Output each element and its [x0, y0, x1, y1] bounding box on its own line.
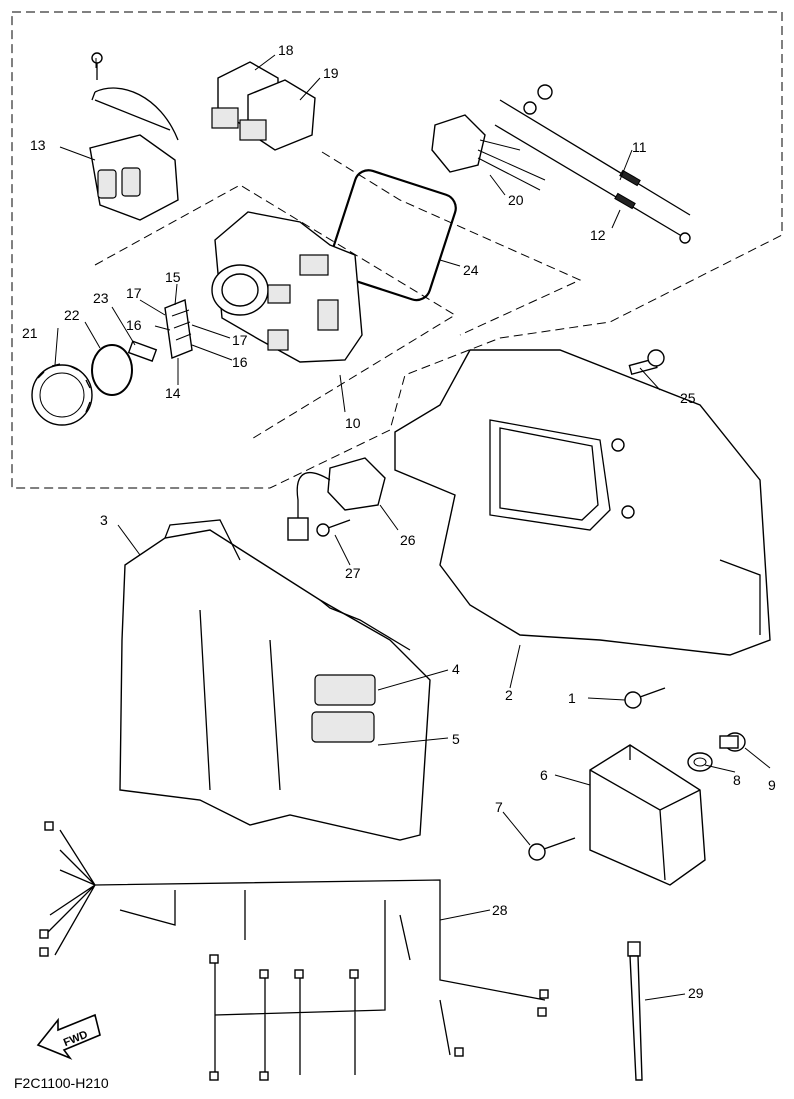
bolt-25 — [628, 349, 665, 376]
callout-6: 6 — [540, 767, 548, 783]
callout-14: 14 — [165, 385, 181, 401]
diagram-code: F2C1100-H210 — [14, 1075, 109, 1091]
o-ring-22 — [91, 344, 133, 396]
callout-1: 1 — [568, 690, 576, 706]
callout-28: 28 — [492, 902, 508, 918]
callout-18: 18 — [278, 42, 294, 58]
throttle-body — [211, 211, 363, 363]
subassembly-boundary — [11, 11, 783, 489]
callout-3: 3 — [100, 512, 108, 528]
gasket-boundary — [321, 151, 582, 336]
bolt-7 — [528, 837, 576, 861]
mounting-plate-2 — [394, 349, 771, 656]
relay-19 — [239, 79, 316, 151]
callout-4: 4 — [452, 661, 460, 677]
callout-23: 23 — [93, 290, 109, 306]
callout-15: 15 — [165, 269, 181, 285]
sensor-20 — [431, 114, 546, 191]
bolt-1 — [624, 687, 666, 709]
connector-23 — [127, 340, 158, 362]
screw-27 — [316, 519, 351, 537]
callout-8: 8 — [733, 772, 741, 788]
electrical-box-cover-3 — [119, 519, 431, 841]
callout-27: 27 — [345, 565, 361, 581]
gasket-24 — [328, 169, 457, 302]
callout-20: 20 — [508, 192, 524, 208]
callout-5: 5 — [452, 731, 460, 747]
callout-2: 2 — [505, 687, 513, 703]
callout-10: 10 — [345, 415, 361, 431]
callout-19: 19 — [323, 65, 339, 81]
callout-29: 29 — [688, 985, 704, 1001]
callout-numbers: 1 2 3 4 5 6 7 8 9 10 11 12 13 14 15 16 1… — [22, 42, 776, 1001]
collar-9 — [719, 732, 746, 752]
callout-7: 7 — [495, 799, 503, 815]
callout-9: 9 — [768, 777, 776, 793]
rubber-cover-13 — [89, 52, 179, 221]
control-unit-6 — [589, 744, 706, 886]
fwd-arrow-icon: FWD — [36, 1013, 101, 1060]
callout-24: 24 — [463, 262, 479, 278]
callout-13: 13 — [30, 137, 46, 153]
callout-25: 25 — [680, 390, 696, 406]
callout-17b: 17 — [232, 332, 248, 348]
cable-12 — [494, 124, 691, 244]
callout-16a: 16 — [126, 317, 142, 333]
connector-block-14 — [164, 299, 193, 359]
cable-11 — [499, 84, 691, 216]
sensor-26 — [287, 457, 386, 541]
callout-21: 21 — [22, 325, 38, 341]
callout-11: 11 — [632, 139, 647, 155]
leader-lines — [54, 54, 771, 1001]
callout-22: 22 — [64, 307, 80, 323]
callout-17a: 17 — [126, 285, 142, 301]
grommet-8 — [687, 752, 713, 772]
callout-26: 26 — [400, 532, 416, 548]
callout-16b: 16 — [232, 354, 248, 370]
throttle-body-boundary — [94, 184, 456, 441]
callout-12: 12 — [590, 227, 606, 243]
wire-harness-28 — [39, 821, 549, 1081]
cable-tie-29 — [627, 941, 643, 1081]
cap-21 — [31, 363, 93, 426]
